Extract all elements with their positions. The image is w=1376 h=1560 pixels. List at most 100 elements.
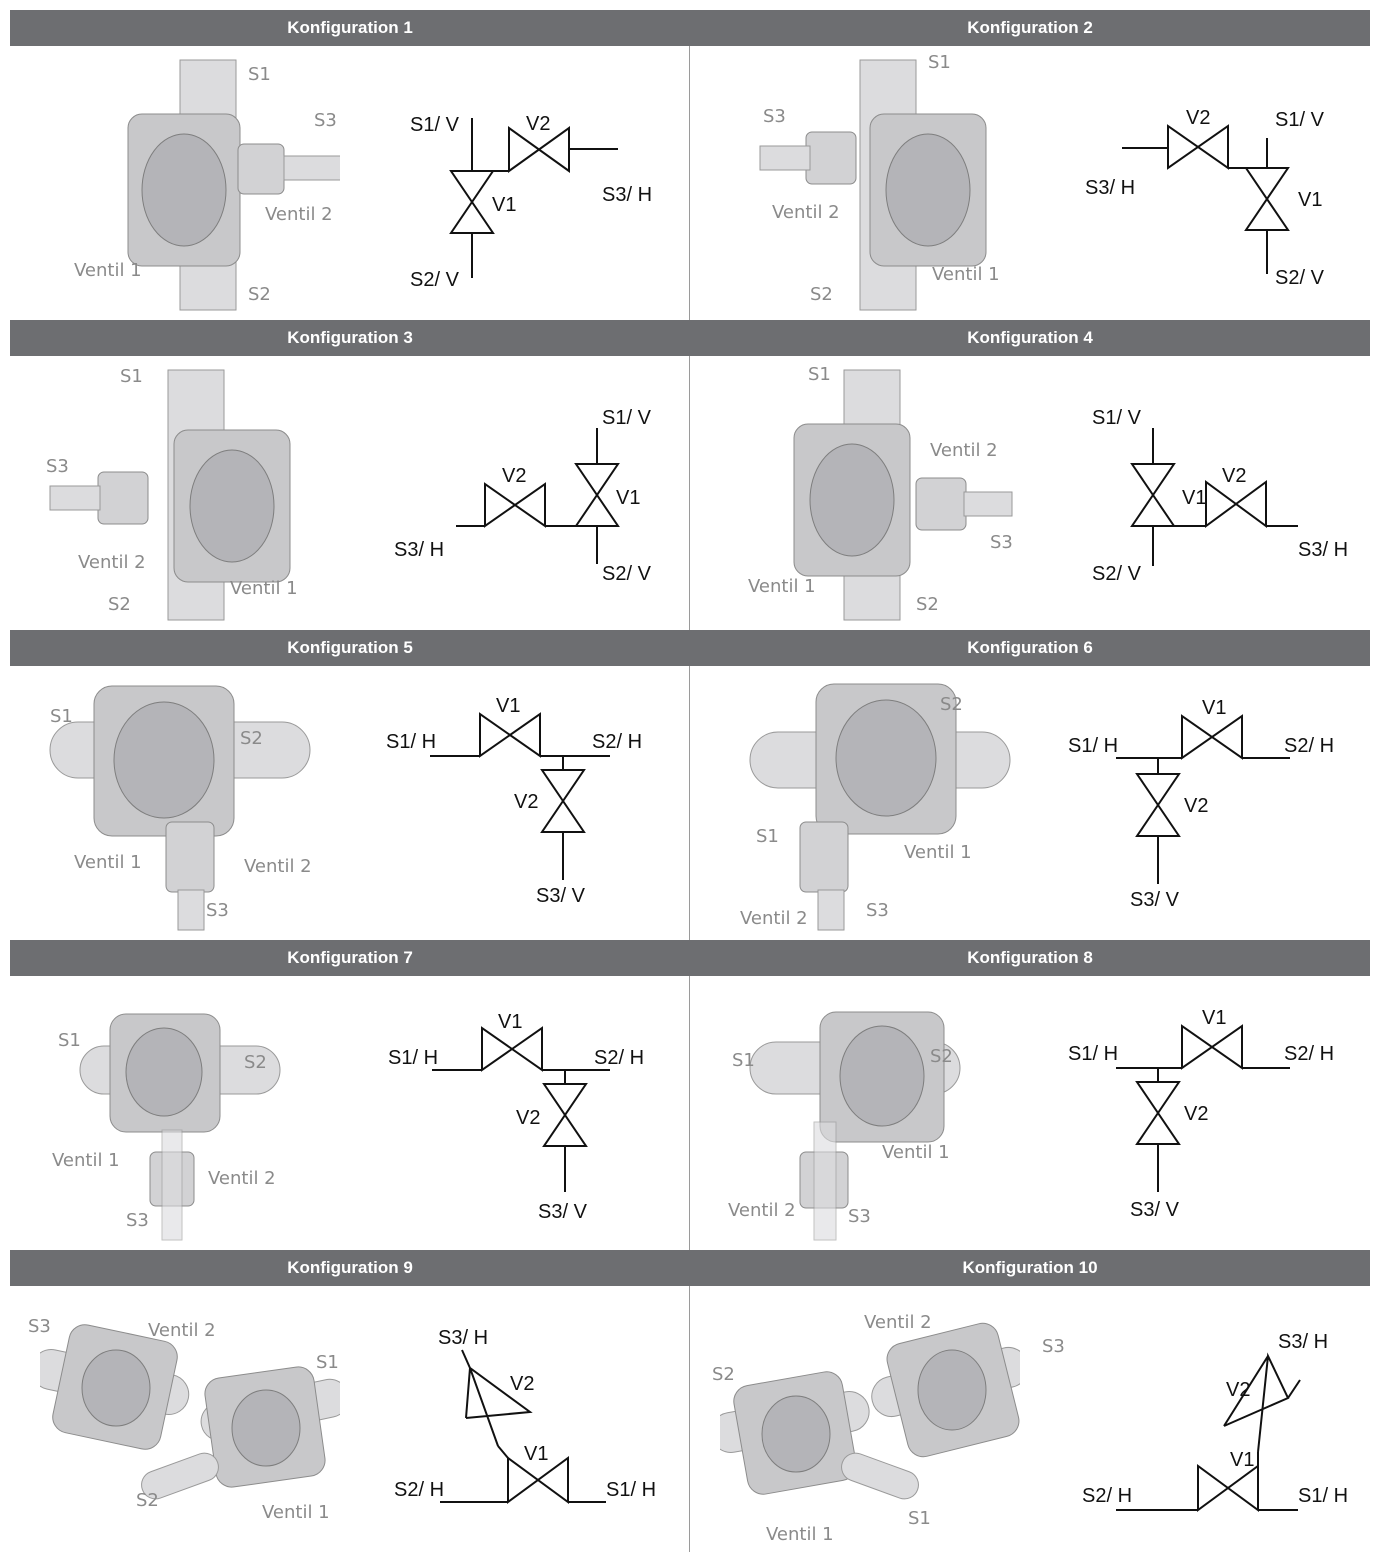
- valve-schematic: S1/ H S2/ H S3/ V V1 V2: [388, 1011, 644, 1223]
- schema-label: S1/ H: [1068, 1043, 1118, 1065]
- valve-schematic: S1/ H S2/ H S3/ V V1 V2: [1068, 1007, 1334, 1221]
- config-panel-4: S1 Ventil 2 S3 Ventil 1 S2 S1/ V S3/ H S…: [690, 356, 1370, 630]
- config-panel-8: S1 S2 Ventil 1 Ventil 2 S3 S1/ H S2/ H S…: [690, 976, 1370, 1250]
- config-title: Konfiguration 8: [967, 948, 1093, 967]
- valve-rendering: [759, 59, 987, 311]
- valve-label: Ventil 1: [74, 852, 142, 873]
- config-title: Konfiguration 1: [287, 18, 413, 37]
- config-title: Konfiguration 10: [962, 1258, 1098, 1277]
- schema-label: S1/ H: [606, 1479, 656, 1501]
- config-title: Konfiguration 5: [287, 638, 413, 657]
- config-header-row-3: Konfiguration 5 Konfiguration 6: [10, 630, 1370, 666]
- schema-label: S2/ V: [410, 269, 460, 291]
- schema-label: S1/ V: [602, 407, 652, 429]
- port-label: S3: [46, 456, 69, 477]
- valve-rendering: [720, 1322, 1020, 1500]
- valve-schematic: S1/ H S2/ H S3/ V V1 V2: [1068, 697, 1334, 911]
- config-panel-2: S1 S3 Ventil 2 Ventil 1 S2 S1/ V S3/ H S…: [690, 46, 1370, 320]
- port-label: S3: [126, 1210, 149, 1231]
- valve-label: Ventil 1: [74, 260, 142, 281]
- valve-label: Ventil 1: [230, 578, 298, 599]
- valve-schematic: S1/ V S3/ H S2/ V V1 V2: [1085, 107, 1325, 289]
- config-panel-3: S1 S3 Ventil 2 Ventil 1 S2 S1/ V S3/ H S…: [10, 356, 690, 630]
- schema-label: S2/ H: [1284, 1043, 1334, 1065]
- schema-label: S1/ H: [1298, 1485, 1348, 1507]
- config-title: Konfiguration 2: [967, 18, 1093, 37]
- config-panel-5: S1 S2 Ventil 1 Ventil 2 S3 S1/ H S2/ H S…: [10, 666, 690, 940]
- schema-label: S3/ H: [438, 1327, 488, 1349]
- schema-label: S1/ V: [1092, 407, 1142, 429]
- port-label: S1: [58, 1030, 81, 1051]
- port-label: S1: [732, 1050, 755, 1071]
- port-label: S2: [244, 1052, 267, 1073]
- schema-label: S1/ H: [386, 731, 436, 753]
- port-label: S2: [940, 694, 963, 715]
- valve-label: Ventil 2: [208, 1168, 276, 1189]
- valve-schematic: S1/ V S3/ H S2/ V V1 V2: [1092, 407, 1348, 585]
- valve-label: Ventil 2: [78, 552, 146, 573]
- config-title: Konfiguration 6: [967, 638, 1093, 657]
- valve-label: Ventil 2: [930, 440, 998, 461]
- port-label: S1: [120, 366, 143, 387]
- valve-schematic: S1/ V S3/ H S2/ V V1 V2: [394, 407, 652, 585]
- valve-tag: V1: [492, 194, 516, 216]
- valve-label: Ventil 1: [932, 264, 1000, 285]
- valve-label: Ventil 1: [262, 1502, 330, 1523]
- config-title: Konfiguration 3: [287, 328, 413, 347]
- valve-tag: V2: [502, 465, 526, 487]
- valve-rendering: [749, 1011, 961, 1241]
- port-label: S2: [136, 1490, 159, 1511]
- schema-label: S1/ H: [388, 1047, 438, 1069]
- valve-schematic: S3/ H S2/ H S1/ H V2 V1: [394, 1327, 656, 1504]
- schema-label: S3/ V: [536, 885, 586, 907]
- port-label: S1: [808, 364, 831, 385]
- valve-tag: V1: [616, 487, 640, 509]
- config-header-row-2: Konfiguration 3 Konfiguration 4: [10, 320, 1370, 356]
- column-divider: [689, 46, 690, 320]
- port-label: S3: [848, 1206, 871, 1227]
- valve-rendering: [40, 1324, 340, 1500]
- port-label: S3: [314, 110, 337, 131]
- schema-label: S3/ H: [602, 184, 652, 206]
- port-label: S1: [248, 64, 271, 85]
- valve-tag: V2: [1184, 1103, 1208, 1125]
- valve-schematic: S1/ V S3/ H S2/ V V1 V2: [410, 113, 652, 291]
- port-label: S2: [248, 284, 271, 305]
- valve-label: Ventil 1: [52, 1150, 120, 1171]
- valve-rendering: [749, 683, 1011, 931]
- config-panel-9: S3 Ventil 2 S1 S2 Ventil 1 S3/ H S2/ H S…: [10, 1286, 690, 1560]
- valve-tag: V2: [526, 113, 550, 135]
- port-label: S3: [206, 900, 229, 921]
- schema-label: S2/ V: [1092, 563, 1142, 585]
- port-label: S3: [990, 532, 1013, 553]
- valve-tag: V2: [1184, 795, 1208, 817]
- valve-tag: V2: [1222, 465, 1246, 487]
- valve-rendering: [793, 369, 1013, 621]
- schema-label: S2/ V: [602, 563, 652, 585]
- port-label: S2: [916, 594, 939, 615]
- valve-schematic: S3/ H S2/ H S1/ H V2 V1: [1082, 1331, 1348, 1512]
- valve-tag: V1: [1230, 1449, 1254, 1471]
- column-divider: [689, 1286, 690, 1552]
- config-title: Konfiguration 9: [287, 1258, 413, 1277]
- schema-label: S1/ V: [1275, 109, 1325, 131]
- schema-label: S2/ H: [592, 731, 642, 753]
- port-label: S2: [240, 728, 263, 749]
- valve-tag: V1: [1298, 189, 1322, 211]
- port-label: S2: [810, 284, 833, 305]
- valve-label: Ventil 2: [772, 202, 840, 223]
- valve-tag: V2: [514, 791, 538, 813]
- schema-label: S2/ H: [394, 1479, 444, 1501]
- valve-tag: V1: [1202, 697, 1226, 719]
- valve-tag: V1: [496, 695, 520, 717]
- column-divider: [689, 976, 690, 1250]
- valve-label: Ventil 1: [904, 842, 972, 863]
- valve-rendering: [49, 685, 311, 931]
- valve-tag: V2: [510, 1373, 534, 1395]
- schema-label: S3/ V: [538, 1201, 588, 1223]
- valve-tag: V1: [524, 1443, 548, 1465]
- port-label: S1: [928, 52, 951, 73]
- config-title: Konfiguration 4: [967, 328, 1093, 347]
- schema-label: S3/ H: [1278, 1331, 1328, 1353]
- port-label: S3: [866, 900, 889, 921]
